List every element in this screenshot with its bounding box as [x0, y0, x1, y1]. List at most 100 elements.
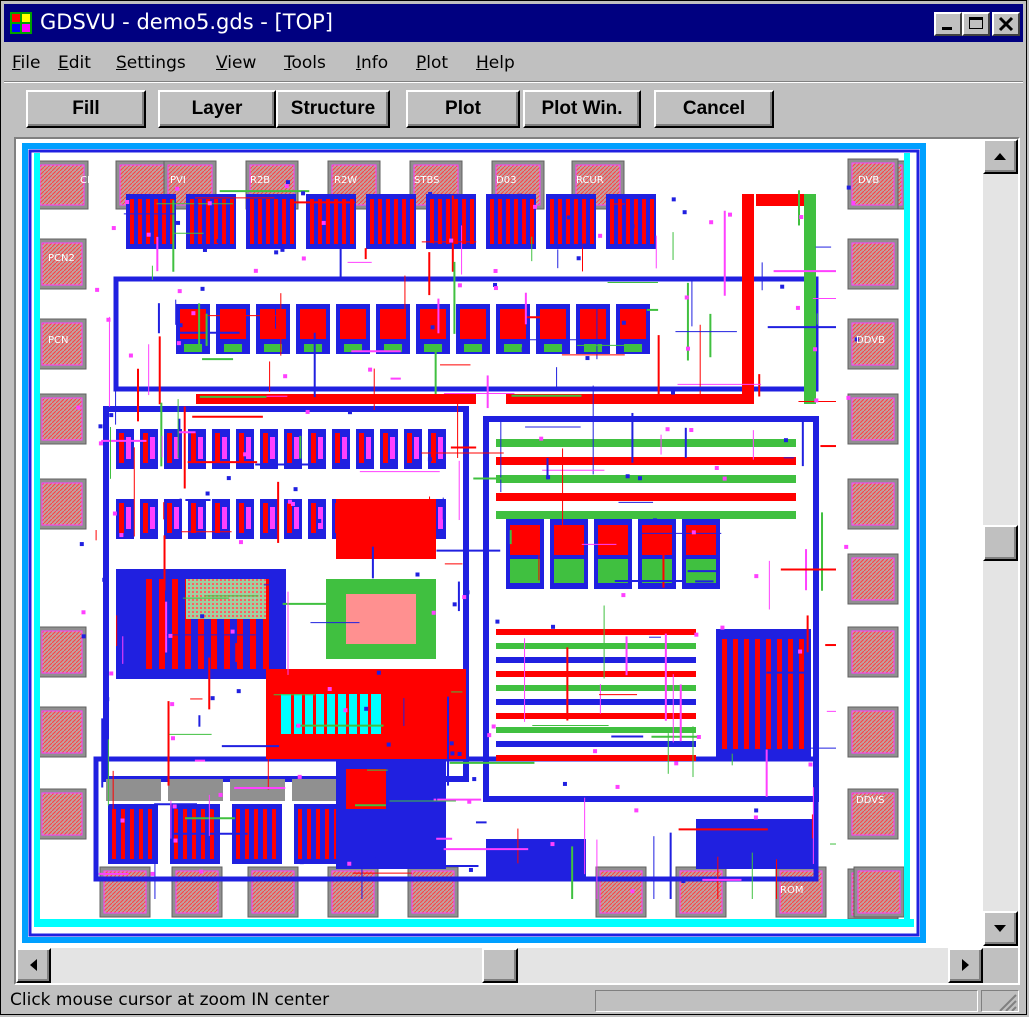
menu-plot[interactable]: Plot: [416, 53, 449, 73]
maximize-button[interactable]: [962, 12, 990, 36]
gate: [722, 639, 727, 749]
gate: [215, 503, 220, 533]
minimize-icon: [942, 27, 952, 30]
via: [465, 338, 470, 343]
gate-finger: [318, 199, 322, 244]
pad-label: CDR: [80, 175, 102, 186]
gate-finger: [121, 809, 125, 859]
gate: [777, 639, 782, 749]
via: [844, 544, 849, 549]
scroll-down-button[interactable]: [983, 911, 1018, 946]
plot-window-button[interactable]: Plot Win.: [523, 90, 641, 128]
gate-finger: [438, 199, 442, 244]
gate: [733, 639, 738, 749]
via: [126, 437, 131, 459]
via: [146, 232, 151, 237]
via: [851, 200, 856, 205]
via: [318, 437, 323, 459]
gate: [380, 309, 406, 339]
gate: [407, 433, 412, 463]
bond-pad-metal: [41, 322, 83, 366]
scroll-right-button[interactable]: [948, 948, 983, 983]
gate-finger: [222, 199, 226, 244]
title-bar[interactable]: GDSVU - demo5.gds - [TOP]: [4, 4, 1023, 42]
pad-label: PCN2: [48, 253, 75, 264]
cancel-button[interactable]: Cancel: [654, 90, 774, 128]
via: [368, 367, 373, 372]
logic-cell: [428, 429, 446, 469]
via: [296, 723, 301, 728]
app-icon: [10, 12, 32, 34]
via: [754, 574, 759, 579]
via: [682, 210, 687, 215]
gate-finger: [506, 199, 510, 244]
arrow-left-icon: [30, 959, 37, 971]
via: [671, 390, 676, 395]
core-logic: [34, 153, 914, 927]
bond-pad-metal: [851, 792, 895, 836]
gate-finger: [148, 809, 152, 859]
via: [207, 201, 212, 206]
close-button[interactable]: [992, 12, 1020, 36]
menu-info[interactable]: Info: [356, 53, 389, 73]
via: [270, 507, 275, 529]
gate-finger: [530, 199, 534, 244]
via: [812, 464, 817, 469]
gate-finger: [370, 199, 374, 244]
menu-file[interactable]: File: [12, 53, 41, 73]
via: [347, 410, 352, 415]
via: [854, 337, 859, 342]
menu-view[interactable]: View: [216, 53, 257, 73]
via: [491, 724, 496, 729]
bond-pad-metal: [851, 710, 895, 754]
horizontal-scroll-thumb[interactable]: [481, 948, 518, 983]
via: [198, 507, 203, 529]
diffusion: [624, 344, 642, 352]
via: [205, 491, 210, 496]
via: [290, 501, 295, 506]
via: [493, 282, 498, 287]
diffusion: [264, 344, 282, 352]
vertical-scrollbar[interactable]: [983, 139, 1018, 946]
gate-finger: [634, 199, 638, 244]
minimize-button[interactable]: [934, 12, 962, 36]
plot-button[interactable]: Plot: [406, 90, 520, 128]
structure-button[interactable]: Structure: [276, 90, 390, 128]
via: [452, 602, 457, 607]
routing-ring: [483, 416, 819, 802]
horizontal-scrollbar[interactable]: [16, 948, 983, 983]
via: [493, 286, 498, 291]
via: [317, 518, 322, 523]
gate-finger: [170, 199, 174, 244]
scroll-up-button[interactable]: [983, 139, 1018, 174]
size-grip[interactable]: [981, 990, 1019, 1012]
bond-pad-metal: [857, 870, 901, 914]
via: [200, 286, 205, 291]
scroll-left-button[interactable]: [16, 948, 51, 983]
vertical-scroll-thumb[interactable]: [983, 524, 1018, 561]
diffusion: [504, 344, 522, 352]
via: [305, 409, 310, 414]
menu-tools[interactable]: Tools: [284, 53, 326, 73]
resize-grip-icon: [999, 994, 1017, 1012]
gate-finger: [522, 199, 526, 244]
gate-finger: [316, 809, 320, 859]
via: [390, 437, 395, 459]
layer-button[interactable]: Layer: [158, 90, 276, 128]
analog-gate: [686, 525, 716, 555]
via: [170, 736, 175, 741]
menu-settings[interactable]: Settings: [116, 53, 186, 73]
logic-cell: [308, 499, 326, 539]
gate-finger: [642, 199, 646, 244]
via: [409, 819, 414, 824]
via: [218, 792, 223, 797]
logic-cell: [236, 499, 254, 539]
bond-pad-metal: [41, 242, 83, 286]
menu-edit[interactable]: Edit: [58, 53, 91, 73]
fill-button[interactable]: Fill: [26, 90, 146, 128]
maximize-icon: [969, 17, 983, 29]
logic-cell: [116, 429, 134, 469]
menu-help[interactable]: Help: [476, 53, 515, 73]
